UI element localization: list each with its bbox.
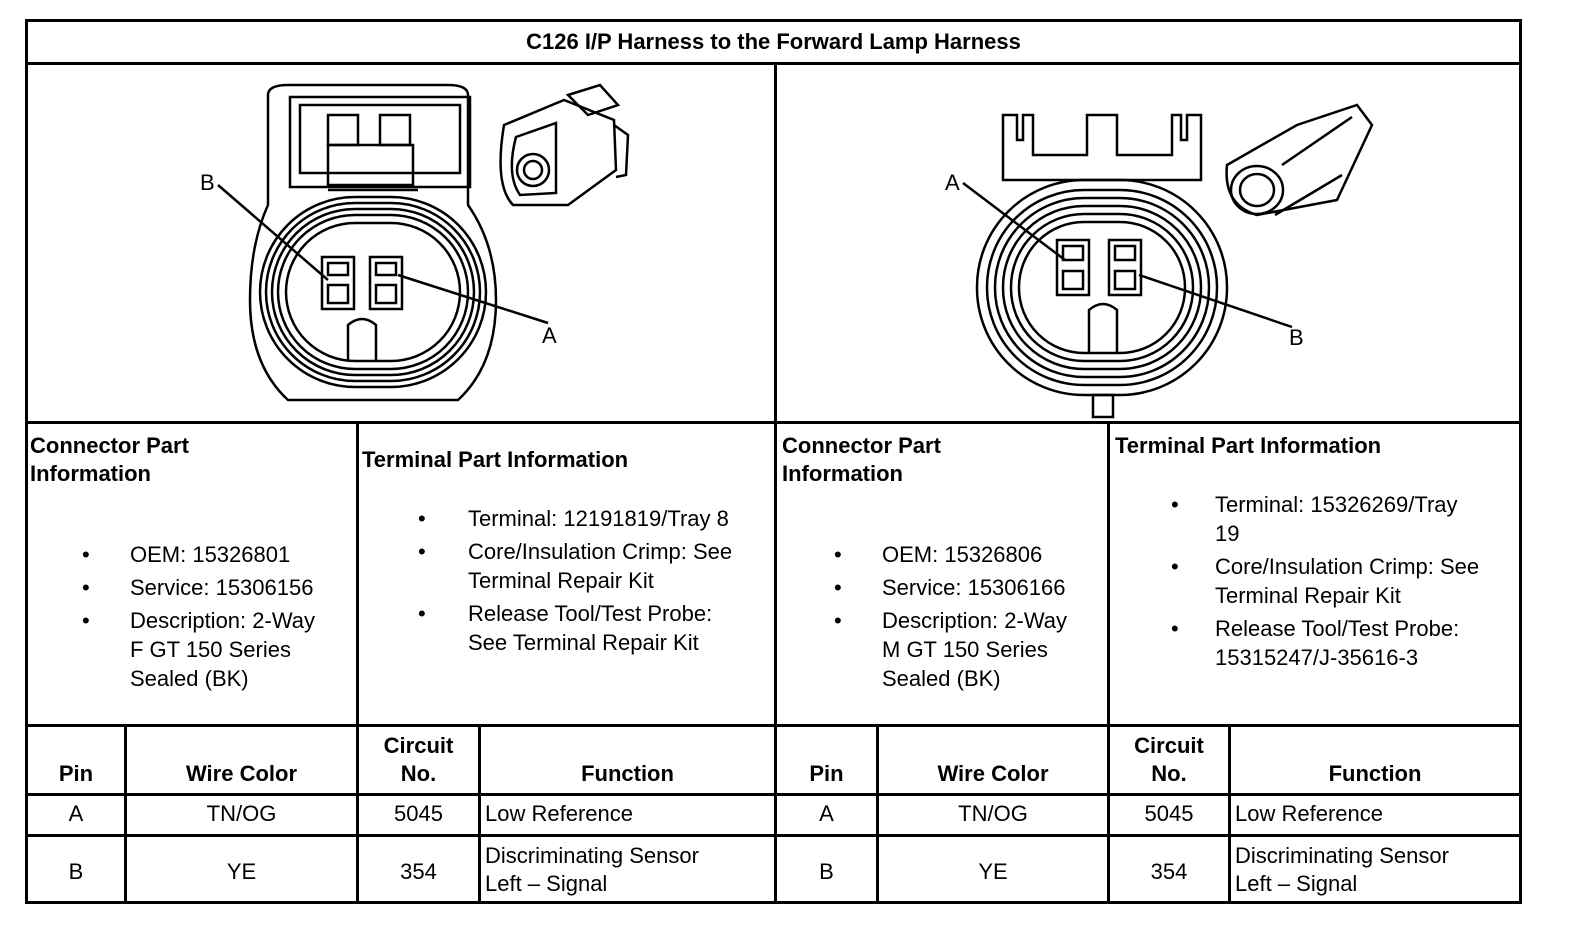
table-cell-pin: A [819, 801, 834, 826]
table-header-function: Function [1328, 761, 1422, 786]
list-item: Service: 15306156 [30, 573, 354, 602]
table-header-circuit: Circuit No. [383, 733, 454, 786]
connector-info-header: Connector Part Information [782, 433, 941, 486]
table-cell-function: Low Reference [1235, 801, 1383, 826]
table-cell-circuit: 354 [400, 859, 437, 884]
table-header-function: Function [581, 761, 674, 786]
list-item: Release Tool/Test Probe: 15315247/J-3561… [1115, 614, 1519, 672]
table-cell-wire-color: YE [978, 859, 1008, 884]
table-cell-wire-color: TN/OG [206, 801, 277, 826]
list-item: Service: 15306166 [782, 573, 1106, 602]
connector-info-list: OEM: 15326806 Service: 15306166 Descript… [782, 540, 1106, 693]
connector-sheet: C126 I/P Harness to the Forward Lamp Har… [25, 19, 1522, 904]
table-cell-pin: B [819, 859, 834, 884]
page-title: C126 I/P Harness to the Forward Lamp Har… [28, 22, 1519, 65]
right-connector-info: Connector Part Information OEM: 15326806… [782, 432, 1106, 693]
right-terminal-info: Terminal Part Information Terminal: 1532… [1115, 432, 1519, 672]
table-cell-function: Discriminating Sensor Left – Signal [485, 843, 699, 896]
left-col-pin-divider [124, 727, 127, 904]
list-item: Release Tool/Test Probe: See Terminal Re… [362, 599, 772, 657]
table-cell-circuit: 5045 [394, 801, 443, 826]
right-info-divider [1107, 424, 1110, 904]
table-header-line [28, 793, 1519, 796]
right-diagram-label-a: A [945, 170, 960, 195]
terminal-info-list: Terminal: 15326269/Tray 19 Core/Insulati… [1115, 490, 1519, 672]
table-header-circuit: Circuit No. [1134, 733, 1204, 786]
table-header-pin: Pin [58, 761, 94, 786]
table-cell-circuit: 354 [1150, 859, 1188, 884]
list-item: OEM: 15326806 [782, 540, 1106, 569]
table-row-line [28, 834, 1519, 837]
left-connector-info: Connector Part Information OEM: 15326801… [30, 432, 354, 693]
list-item: Terminal: 15326269/Tray 19 [1115, 490, 1519, 548]
table-header-wire-color: Wire Color [185, 761, 298, 786]
left-info-divider [356, 424, 359, 904]
table-cell-pin: A [68, 801, 84, 826]
male-connector-diagram: A B [945, 103, 1374, 419]
connector-info-header: Connector Part Information [30, 433, 189, 486]
center-divider [774, 62, 777, 904]
table-cell-wire-color: YE [226, 859, 257, 884]
list-item: Description: 2-Way F GT 150 Series Seale… [30, 606, 354, 693]
left-diagram-label-a: A [542, 323, 557, 348]
left-col-circuit-divider [478, 727, 481, 904]
list-item: Core/Insulation Crimp: See Terminal Repa… [1115, 552, 1519, 610]
left-terminal-info: Terminal Part Information Terminal: 1219… [362, 446, 772, 657]
info-bottom-line [28, 724, 1519, 727]
table-header-wire-color: Wire Color [937, 761, 1049, 786]
connector-info-list: OEM: 15326801 Service: 15306156 Descript… [30, 540, 354, 693]
terminal-info-header: Terminal Part Information [362, 447, 629, 472]
table-cell-circuit: 5045 [1144, 801, 1194, 826]
list-item: Description: 2-Way M GT 150 Series Seale… [782, 606, 1106, 693]
female-connector-diagram: B A [200, 83, 630, 402]
table-cell-pin: B [68, 859, 84, 884]
list-item: Core/Insulation Crimp: See Terminal Repa… [362, 537, 772, 595]
table-cell-function: Low Reference [485, 801, 633, 826]
table-cell-wire-color: TN/OG [958, 801, 1028, 826]
terminal-info-list: Terminal: 12191819/Tray 8 Core/Insulatio… [362, 504, 772, 657]
list-item: Terminal: 12191819/Tray 8 [362, 504, 772, 533]
right-col-pin-divider [876, 727, 879, 904]
right-col-circuit-divider [1228, 727, 1231, 904]
right-diagram-label-b: B [1289, 325, 1304, 350]
terminal-info-header: Terminal Part Information [1115, 433, 1382, 458]
table-cell-function: Discriminating Sensor Left – Signal [1235, 843, 1449, 896]
diagram-bottom-line [28, 421, 1519, 424]
left-diagram-label-b: B [200, 170, 215, 195]
list-item: OEM: 15326801 [30, 540, 354, 569]
table-header-pin: Pin [809, 761, 844, 786]
